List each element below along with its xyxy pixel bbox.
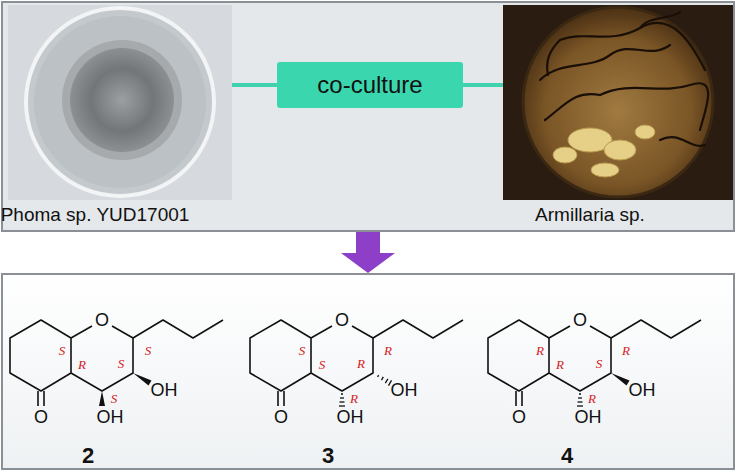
- rhizomorph: [560, 23, 705, 70]
- stereo-descriptor: S: [596, 357, 603, 370]
- compound-number: 2: [82, 445, 94, 467]
- mycelium-patch: [604, 140, 636, 160]
- rhizomorph: [547, 40, 560, 75]
- agar: [34, 16, 206, 188]
- stereo-descriptor: S: [111, 392, 118, 405]
- hash: [579, 393, 581, 394]
- compound-number: 3: [322, 445, 334, 467]
- hash: [578, 401, 583, 402]
- atom-label: OH: [391, 381, 418, 399]
- stereo-descriptor: R: [622, 344, 630, 357]
- mycelium-patch: [591, 163, 619, 177]
- stereo-descriptor: S: [319, 358, 326, 371]
- rhizomorph: [660, 137, 705, 146]
- stereo-descriptor: R: [350, 392, 358, 405]
- stereo-descriptor: R: [588, 392, 596, 405]
- hashed-bond: [577, 394, 583, 406]
- atom-label: O: [34, 408, 48, 426]
- strain-caption: Armillaria sp.: [535, 205, 645, 224]
- top-panel-fill: [1, 1, 735, 232]
- rhizomorph: [600, 83, 708, 130]
- mycelium-patches: [553, 125, 655, 177]
- wedge-bond: [611, 373, 630, 386]
- wedge-bond: [99, 391, 105, 406]
- atom-label: OH: [575, 408, 602, 426]
- hashed-bond: [339, 394, 345, 406]
- stereo-descriptor: R: [384, 344, 392, 357]
- petri-dish: [26, 8, 214, 196]
- rhizomorphs: [540, 12, 708, 146]
- stereo-descriptor: S: [118, 357, 125, 370]
- chemical-structure: [488, 320, 701, 406]
- hash: [339, 405, 345, 406]
- bottom-panel-fill: [1, 273, 735, 470]
- stereo-descriptor: S: [145, 344, 152, 357]
- chemical-structure: [10, 320, 223, 406]
- stereo-descriptor: S: [59, 344, 66, 357]
- photo-background: [503, 5, 733, 200]
- joiner-line: [462, 83, 503, 87]
- strain-caption: Phoma sp. YUD17001: [1, 205, 190, 224]
- photo-background: [8, 5, 232, 200]
- hash: [340, 397, 344, 398]
- stereo-descriptor: R: [556, 358, 564, 371]
- chemical-structure: [250, 320, 463, 406]
- joiner-line: [232, 83, 278, 87]
- hash: [385, 379, 388, 383]
- hashed-bond: [378, 375, 392, 386]
- atom-label: O: [274, 408, 288, 426]
- block-arrow: [341, 232, 395, 273]
- rhizomorph: [540, 45, 670, 80]
- bottom-panel: 2 3 4: [1, 273, 735, 470]
- stereo-descriptor: S: [299, 344, 306, 357]
- hash: [577, 405, 583, 406]
- atom-label: OH: [337, 408, 364, 426]
- stereo-descriptor: R: [536, 344, 544, 357]
- fungal-colony: [70, 48, 174, 152]
- wedge-bond: [133, 373, 152, 386]
- petri-dish: [523, 7, 713, 197]
- mycelium-patch: [635, 125, 655, 139]
- hash: [340, 401, 345, 402]
- atom-label: O: [512, 408, 526, 426]
- atom-label: O: [335, 311, 349, 329]
- atom-label: O: [573, 311, 587, 329]
- hash: [578, 397, 582, 398]
- compound-number: 4: [561, 445, 573, 467]
- process-box: co-culture: [277, 62, 463, 108]
- atom-label: O: [95, 311, 109, 329]
- hash: [382, 377, 384, 380]
- atom-label: OH: [97, 408, 124, 426]
- atom-label: OH: [151, 381, 178, 399]
- hash: [341, 393, 343, 394]
- hash: [378, 375, 379, 377]
- stereo-descriptor: R: [78, 358, 86, 371]
- atom-label: OH: [629, 381, 656, 399]
- mycelium-patch: [553, 147, 577, 163]
- stereo-descriptor: R: [357, 357, 365, 370]
- rhizomorph: [640, 12, 680, 28]
- colony-halo: [62, 40, 182, 160]
- box-label: co-culture: [317, 73, 422, 97]
- rhizomorph: [545, 94, 600, 120]
- top-panel: Phoma sp. YUD17001 Armillaria sp. co-cultu…: [1, 1, 735, 232]
